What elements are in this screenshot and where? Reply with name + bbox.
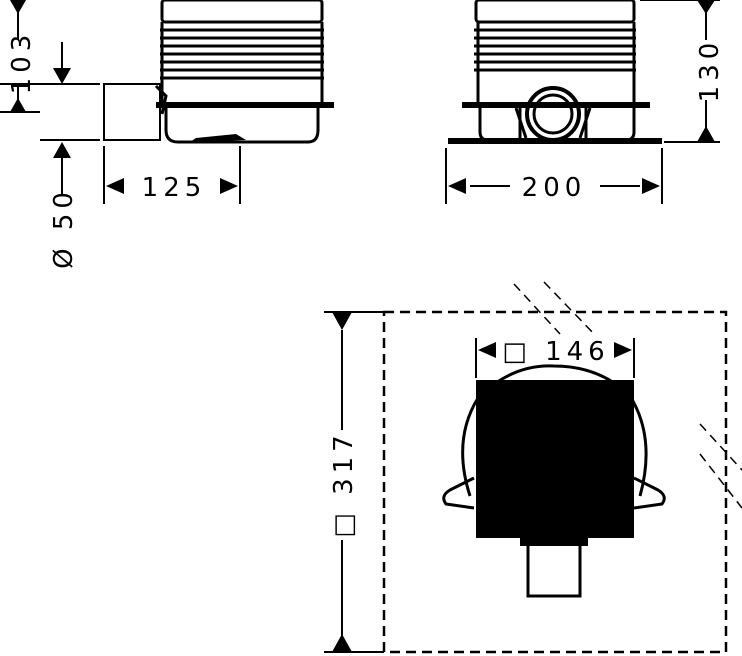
side-housing-cap bbox=[160, 0, 324, 24]
top-outlet bbox=[526, 542, 582, 598]
top-round-body bbox=[461, 364, 648, 497]
front-housing-cap bbox=[474, 0, 636, 24]
side-dim-outlet-label: Ø 50 bbox=[49, 187, 79, 269]
side-housing-ribs bbox=[160, 22, 324, 102]
side-housing-body bbox=[164, 104, 320, 144]
top-right-lug bbox=[633, 476, 666, 510]
top-view: □ 146 □ 317 bbox=[324, 281, 742, 654]
top-grate-frame bbox=[476, 380, 634, 538]
side-sump bbox=[190, 134, 246, 142]
side-view: 103 Ø 50 125 bbox=[0, 0, 334, 269]
front-dim-height-label: 130 bbox=[695, 38, 725, 103]
front-dim-width-label: 200 bbox=[522, 173, 587, 203]
side-flange bbox=[156, 102, 334, 108]
side-dim-height-label: 103 bbox=[7, 30, 37, 95]
front-flange bbox=[462, 102, 650, 108]
front-outlet-ring bbox=[525, 86, 581, 142]
top-left-lug bbox=[442, 476, 475, 510]
front-housing-ribs bbox=[474, 22, 636, 104]
top-grate-face bbox=[487, 391, 623, 527]
top-dim-inner-label: □ 146 bbox=[502, 337, 609, 367]
front-housing-body bbox=[478, 108, 636, 142]
side-outlet-pipe bbox=[103, 83, 161, 141]
front-view: 130 200 bbox=[445, 0, 725, 204]
top-dim-outer-label: □ 317 bbox=[329, 430, 359, 537]
top-outer-square bbox=[382, 310, 728, 654]
side-dim-width-label: 125 bbox=[142, 173, 207, 203]
